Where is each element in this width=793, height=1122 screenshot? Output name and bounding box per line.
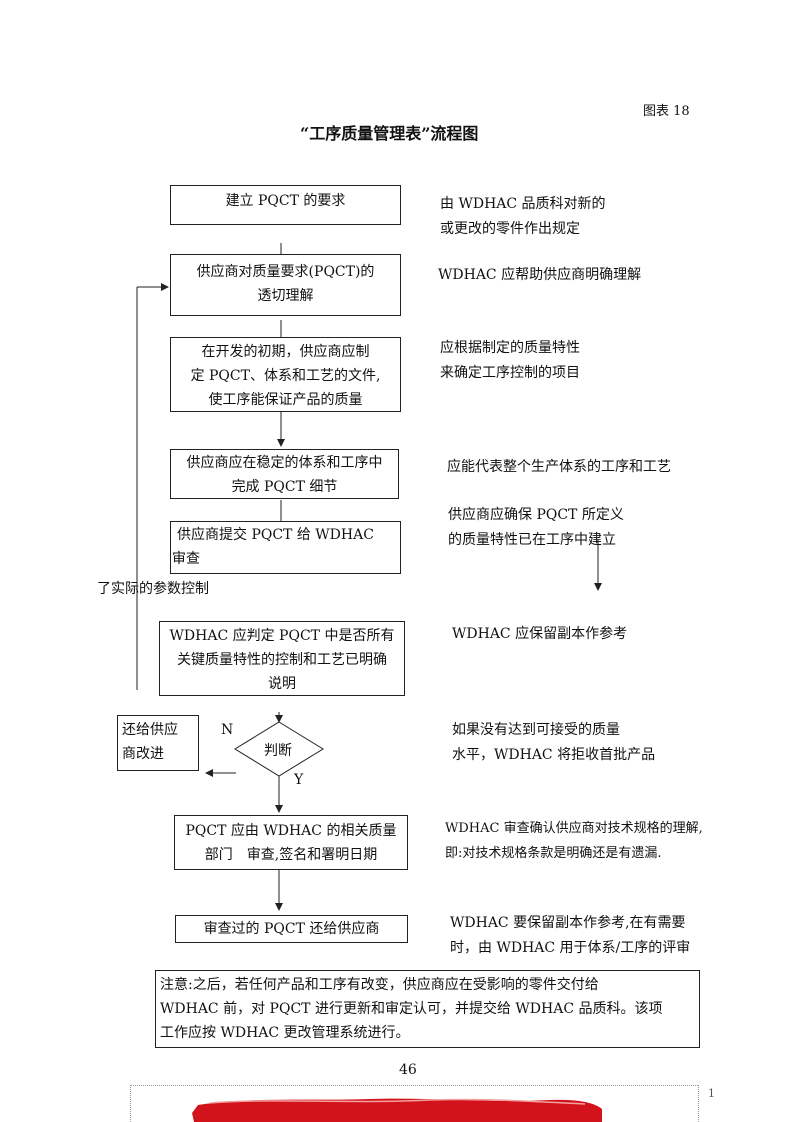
step-box-7-line2: 部门 审查,签名和署明日期 xyxy=(204,847,378,863)
step-box-2-line1: 供应商对质量要求(PQCT)的 xyxy=(196,264,375,280)
note-7: 如果没有达到可接受的质量 水平，WDHAC 将拒收首批产品 xyxy=(452,718,655,768)
note-5-line1: 供应商应确保 PQCT 所定义 xyxy=(448,507,624,523)
note-8: WDHAC 审查确认供应商对技术规格的理解, 即:对技术规格条款是明确还是有遗漏… xyxy=(445,816,703,866)
step-box-8-text: 审查过的 PQCT 还给供应商 xyxy=(203,921,380,937)
footnote-box: 注意:之后，若任何产品和工序有改变，供应商应在受影响的零件交付给 WDHAC 前… xyxy=(155,970,700,1048)
page-frame-right xyxy=(698,1085,700,1122)
page-frame-top xyxy=(130,1085,698,1087)
note-3-line1: 应根据制定的质量特性 xyxy=(440,340,580,356)
note-9: WDHAC 要保留副本作参考,在有需要 时，由 WDHAC 用于体系/工序的评审 xyxy=(450,911,690,961)
side-fragment-text: 了实际的参数控制 xyxy=(97,581,209,597)
step-box-5: 供应商提交 PQCT 给 WDHAC 审查 xyxy=(170,521,401,574)
note-2: WDHAC 应帮助供应商明确理解 xyxy=(438,267,642,283)
note-4: 应能代表整个生产体系的工序和工艺 xyxy=(447,459,671,475)
note-9-line2: 时，由 WDHAC 用于体系/工序的评审 xyxy=(450,940,691,956)
red-stamp-mark xyxy=(192,1098,602,1122)
step-box-2: 供应商对质量要求(PQCT)的 透切理解 xyxy=(170,254,401,316)
step-box-8: 审查过的 PQCT 还给供应商 xyxy=(175,915,408,943)
note-1-line1: 由 WDHAC 品质科对新的 xyxy=(440,196,606,212)
note-1-line2: 或更改的零件作出规定 xyxy=(440,221,580,237)
step-box-6: WDHAC 应判定 PQCT 中是否所有 关键质量特性的控制和工艺已明确 说明 xyxy=(159,621,405,696)
step-box-1-text: 建立 PQCT 的要求 xyxy=(225,193,346,209)
step-box-4: 供应商应在稳定的体系和工序中 完成 PQCT 细节 xyxy=(170,449,399,499)
footnote-line2: WDHAC 前，对 PQCT 进行更新和审定认可，并提交给 WDHAC 品质科。… xyxy=(160,1001,663,1017)
step-box-3-line2: 定 PQCT、体系和工艺的文件, xyxy=(190,368,381,384)
note-8-line1: WDHAC 审查确认供应商对技术规格的理解, xyxy=(445,821,703,836)
decision-diamond xyxy=(234,721,324,777)
step-box-4-line2: 完成 PQCT 细节 xyxy=(231,479,338,495)
step-box-3: 在开发的初期，供应商应制 定 PQCT、体系和工艺的文件, 使工序能保证产品的质… xyxy=(170,337,401,412)
step-box-3-line3: 使工序能保证产品的质量 xyxy=(208,392,363,408)
step-box-6-line2: 关键质量特性的控制和工艺已明确 xyxy=(177,652,387,668)
step-box-5-line2: 审查 xyxy=(172,551,200,567)
step-box-6-line1: WDHAC 应判定 PQCT 中是否所有 xyxy=(169,628,395,644)
step-box-5-line1: 供应商提交 PQCT 给 WDHAC xyxy=(177,527,374,543)
step-box-6-line3: 说明 xyxy=(268,676,296,692)
side-page-number: 1 xyxy=(708,1087,715,1100)
step-box-7-line1: PQCT 应由 WDHAC 的相关质量 xyxy=(185,823,397,839)
page-title: “工序质量管理表”流程图 xyxy=(300,124,479,143)
step-box-7: PQCT 应由 WDHAC 的相关质量 部门 审查,签名和署明日期 xyxy=(174,815,408,870)
step-box-3-line1: 在开发的初期，供应商应制 xyxy=(201,344,370,360)
decision-label-n: N xyxy=(221,722,234,738)
note-7-line1: 如果没有达到可接受的质量 xyxy=(452,722,620,738)
note-5: 供应商应确保 PQCT 所定义 的质量特性已在工序中建立 xyxy=(448,503,624,553)
decision-label-y: Y xyxy=(294,772,304,788)
footnote-line1: 注意:之后，若任何产品和工序有改变，供应商应在受影响的零件交付给 xyxy=(160,977,599,993)
note-1: 由 WDHAC 品质科对新的 或更改的零件作出规定 xyxy=(440,192,606,242)
step-box-2-line2: 透切理解 xyxy=(257,288,314,304)
note-3: 应根据制定的质量特性 来确定工序控制的项目 xyxy=(440,336,580,386)
note-7-line2: 水平，WDHAC 将拒收首批产品 xyxy=(452,747,656,763)
return-box-line1: 还给供应 xyxy=(122,722,178,738)
step-box-1: 建立 PQCT 的要求 xyxy=(170,185,401,225)
page-frame-left xyxy=(130,1085,132,1122)
page-number: 46 xyxy=(399,1062,417,1078)
note-8-line2: 即:对技术规格条款是明确还是有遗漏. xyxy=(445,846,662,861)
decision-text: 判断 xyxy=(264,743,292,759)
footnote-line3: 工作应按 WDHAC 更改管理系统进行。 xyxy=(160,1025,410,1041)
note-9-line1: WDHAC 要保留副本作参考,在有需要 xyxy=(450,915,686,931)
return-box-line2: 商改进 xyxy=(122,746,164,762)
note-3-line2: 来确定工序控制的项目 xyxy=(440,365,580,381)
return-to-supplier-box: 还给供应 商改进 xyxy=(117,715,199,771)
figure-label: 图表 18 xyxy=(643,104,690,119)
note-6: WDHAC 应保留副本作参考 xyxy=(452,626,628,642)
step-box-4-line1: 供应商应在稳定的体系和工序中 xyxy=(186,455,383,471)
note-5-line2: 的质量特性已在工序中建立 xyxy=(448,532,616,548)
